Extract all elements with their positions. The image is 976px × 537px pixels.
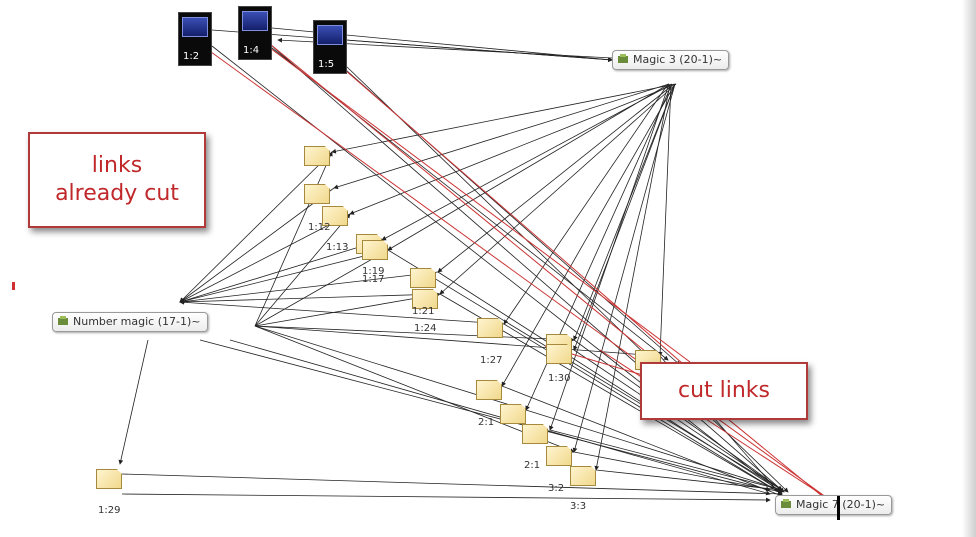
link-line: [254, 292, 441, 327]
sheet-node[interactable]: [476, 380, 502, 400]
screen-icon: [317, 25, 343, 45]
link-line: [121, 473, 783, 497]
link-line: [179, 299, 505, 325]
screen-icon: [182, 17, 208, 37]
link-line: [345, 39, 613, 63]
node-label: 1:4: [243, 45, 260, 56]
hub-icon: [781, 499, 791, 508]
node-label: 1:13: [326, 242, 349, 253]
node-label: 1:24: [414, 323, 437, 334]
callout-cut-links: cut links: [640, 362, 808, 420]
link-line: [269, 43, 823, 497]
sheet-node[interactable]: [546, 446, 572, 466]
sheet-node[interactable]: [570, 466, 596, 486]
hub-number-magic[interactable]: Number magic (17-1)~: [52, 312, 208, 332]
link-line: [199, 43, 831, 501]
hub-label: Magic 7 (20-1)~: [796, 498, 886, 511]
link-line: [549, 83, 670, 431]
node-label: 1:27: [480, 355, 503, 366]
hub-magic-3[interactable]: Magic 3 (20-1)~: [612, 50, 730, 70]
link-line: [254, 151, 333, 327]
link-line: [179, 151, 333, 303]
link-line: [179, 213, 351, 303]
link-line: [439, 83, 677, 295]
link-line: [179, 249, 389, 304]
sheet-node[interactable]: [412, 289, 438, 309]
sheet-node[interactable]: [546, 344, 572, 364]
link-line: [254, 325, 575, 453]
link-line: [387, 83, 670, 251]
hub-icon: [58, 316, 68, 325]
link-line: [254, 249, 389, 327]
screen-node-1-5[interactable]: 1:5: [313, 20, 347, 74]
node-label: 1:12: [308, 222, 331, 233]
sheet-node[interactable]: [304, 146, 330, 166]
sheet-node[interactable]: [96, 469, 122, 489]
link-line: [549, 429, 783, 492]
link-line: [254, 325, 575, 343]
sheet-node[interactable]: [477, 318, 503, 338]
link-line: [594, 83, 671, 471]
link-line: [179, 293, 441, 305]
screen-node-1-2[interactable]: 1:2: [178, 12, 212, 66]
link-line: [179, 271, 439, 304]
node-label: 1:19: [362, 266, 385, 277]
hub-label: Number magic (17-1)~: [73, 315, 201, 328]
link-line: [254, 325, 661, 359]
link-line: [657, 83, 672, 357]
link-line: [573, 451, 783, 494]
link-line: [179, 187, 335, 303]
link-line: [121, 493, 771, 503]
node-label: 2:1: [524, 460, 541, 471]
window-edge: [962, 0, 976, 537]
sheet-node[interactable]: [362, 240, 388, 260]
link-line: [437, 271, 783, 493]
node-label: 3:3: [570, 501, 587, 512]
link-line: [344, 69, 691, 371]
hub-icon: [618, 54, 628, 63]
cursor-icon: [837, 496, 840, 520]
link-line: [179, 239, 383, 304]
node-label: 1:21: [412, 306, 435, 317]
link-line: [333, 83, 670, 190]
node-label: 3:2: [548, 483, 565, 494]
screen-node-1-4[interactable]: 1:4: [238, 6, 272, 60]
node-label: 1:2: [183, 51, 200, 62]
link-line: [525, 409, 783, 492]
link-line: [331, 83, 677, 154]
node-label: 1:29: [98, 505, 121, 516]
sheet-node[interactable]: [322, 206, 348, 226]
hub-label: Magic 3 (20-1)~: [633, 53, 723, 66]
link-line: [599, 349, 831, 501]
link-line: [595, 469, 783, 492]
link-line: [199, 339, 771, 492]
callout-links-already-cut: links already cut: [28, 132, 206, 228]
hub-magic-7[interactable]: Magic 7 (20-1)~: [775, 495, 893, 515]
link-line: [118, 339, 149, 465]
link-line: [573, 83, 676, 351]
node-label: 1:5: [318, 59, 335, 70]
sheet-node[interactable]: [500, 404, 526, 424]
link-line: [501, 83, 676, 387]
sheet-node[interactable]: [410, 268, 436, 288]
node-label: 1:17: [362, 274, 385, 285]
link-line: [254, 213, 351, 327]
link-line: [211, 45, 781, 493]
link-line: [345, 65, 789, 493]
sheet-node[interactable]: [522, 424, 548, 444]
link-line: [573, 83, 676, 341]
link-line: [437, 83, 675, 273]
sheet-node[interactable]: [304, 184, 330, 204]
link-line: [381, 83, 673, 241]
red-tick-mark: [12, 282, 15, 290]
node-label: 1:30: [548, 373, 571, 384]
screen-icon: [242, 11, 268, 31]
node-label: 2:1: [478, 417, 495, 428]
